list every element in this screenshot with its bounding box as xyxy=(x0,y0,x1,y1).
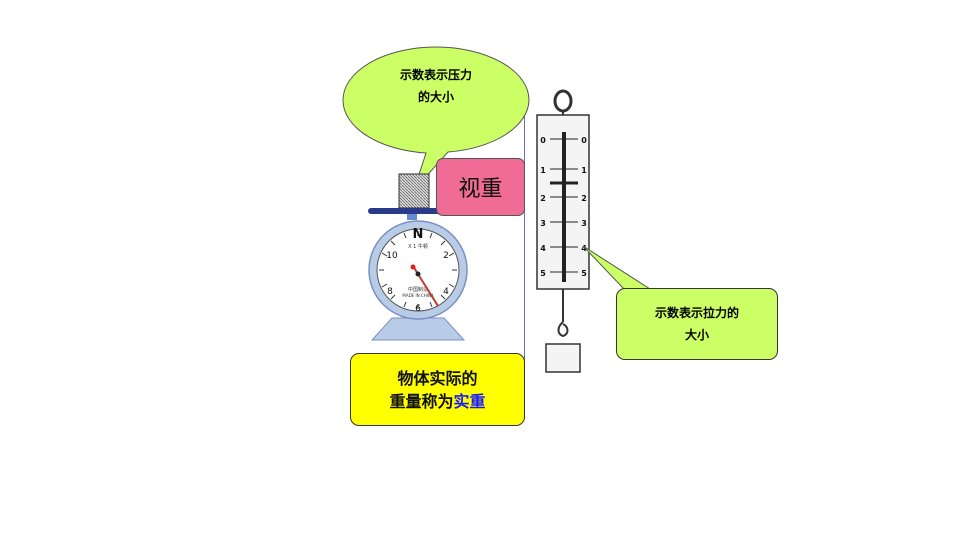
dial-hub xyxy=(415,271,421,277)
scale-dial-face xyxy=(376,228,460,312)
dial-red-dot xyxy=(410,264,416,270)
spring-num-right-0: 0 xyxy=(581,136,587,145)
actual-weight-line2-prefix: 重量称为 xyxy=(389,391,454,411)
dial-top-text: X 1 牛顿 xyxy=(408,243,428,250)
spring-num-left-5: 5 xyxy=(540,269,546,278)
dial-bottom-text-1: 中国制造 xyxy=(408,286,428,293)
actual-weight-box: 物体实际的 重量称为实重 xyxy=(350,353,525,426)
scale-pan xyxy=(368,208,444,214)
scale-bubble-line1: 示数表示压力 xyxy=(399,68,472,82)
spring-scale: 0 1 2 3 4 5 0 1 2 3 4 5 xyxy=(536,89,590,373)
dial-label-10: 10 xyxy=(386,251,398,261)
actual-weight-line2: 重量称为实重 xyxy=(389,390,485,413)
divider-line xyxy=(524,98,525,378)
actual-weight-line1: 物体实际的 xyxy=(397,368,478,388)
platform-scale: N 2 4 6 8 10 X 1 牛顿 中国制造 MADE IN CHINA xyxy=(368,173,468,341)
spring-callout-line2: 大小 xyxy=(684,328,709,342)
spring-scale-rod xyxy=(562,132,566,282)
actual-weight-highlight: 实重 xyxy=(453,391,486,411)
spring-num-right-3: 3 xyxy=(581,219,587,228)
spring-num-left-1: 1 xyxy=(540,166,546,175)
spring-scale-ticks-left xyxy=(550,138,562,273)
scale-bubble-text: 示数表示压力 的大小 xyxy=(353,64,519,108)
spring-num-right-2: 2 xyxy=(581,194,587,203)
spring-scale-ring xyxy=(553,89,573,113)
spring-scale-bottom-hook xyxy=(557,289,569,338)
spring-num-left-2: 2 xyxy=(540,194,546,203)
weight-block xyxy=(398,173,430,209)
dial-label-n: N xyxy=(413,227,424,242)
scale-dial-ticks xyxy=(379,231,457,309)
scale-base xyxy=(370,317,466,341)
spring-num-left-4: 4 xyxy=(540,244,546,253)
spring-num-right-4: 4 xyxy=(581,244,587,253)
spring-num-left-0: 0 xyxy=(540,136,546,145)
spring-num-left-3: 3 xyxy=(540,219,546,228)
scale-bubble-line2: 的大小 xyxy=(417,90,454,104)
hanging-weight xyxy=(545,343,581,373)
spring-scale-ticks-right xyxy=(566,138,578,273)
spring-callout-line1: 示数表示拉力的 xyxy=(654,306,739,320)
apparent-weight-label: 视重 xyxy=(436,158,525,216)
spring-scale-callout: 示数表示拉力的 大小 xyxy=(616,288,778,360)
dial-label-4: 4 xyxy=(443,287,449,297)
dial-label-6: 6 xyxy=(415,304,421,314)
spring-num-right-1: 1 xyxy=(581,166,587,175)
dial-label-8: 8 xyxy=(387,287,393,297)
scale-neck xyxy=(407,214,417,220)
scale-speech-bubble xyxy=(342,46,530,190)
dial-label-2: 2 xyxy=(443,251,449,261)
spring-num-right-5: 5 xyxy=(581,269,587,278)
dial-bottom-text-2: MADE IN CHINA xyxy=(402,293,433,298)
